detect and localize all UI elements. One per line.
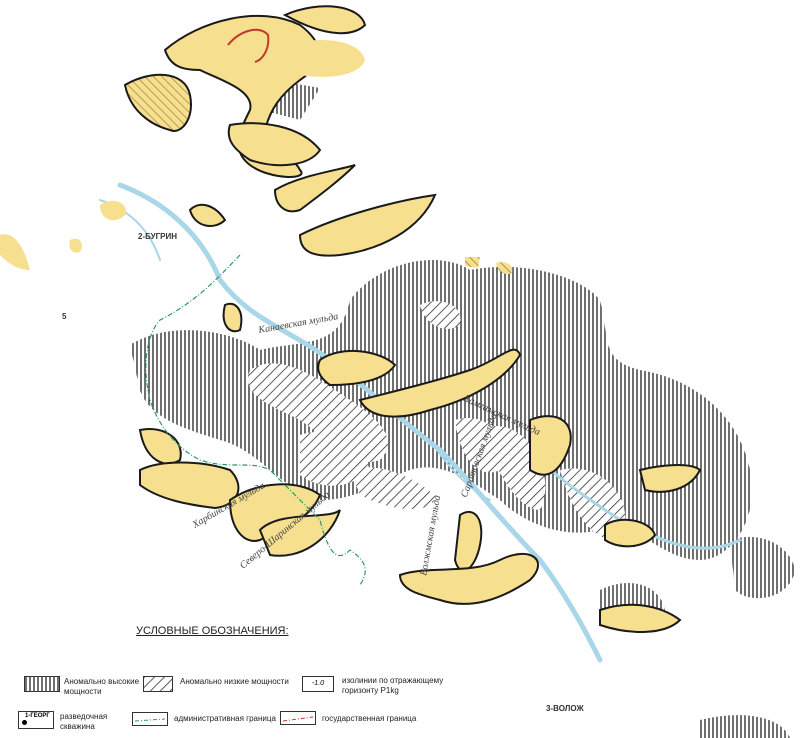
legend-well-label: разведочная скважина xyxy=(60,712,108,731)
legend-title: УСЛОВНЫЕ ОБОЗНАЧЕНИЯ: xyxy=(136,625,289,637)
legend-low-label: Аномально низкие мощности xyxy=(180,677,289,686)
legend-isoline-swatch: -1.0 xyxy=(302,676,334,692)
legend-isoline-label: изолинии по отражающему горизонту P1kg xyxy=(342,676,444,695)
legend-state-label: государственная граница xyxy=(322,714,417,723)
low-thickness-zones xyxy=(248,257,626,541)
legend-well-sample: 1-ГЕОРГ xyxy=(25,713,50,719)
legend-low-swatch xyxy=(143,676,173,692)
high-thickness-zones xyxy=(130,78,795,738)
legend-admin-swatch xyxy=(132,712,168,726)
place-label-five: 5 xyxy=(62,312,67,321)
place-label-bugrin: 2-БУГРИН xyxy=(138,232,178,241)
anomaly-zones xyxy=(0,5,702,633)
legend-admin-label: административная граница xyxy=(174,714,276,723)
state-border xyxy=(227,28,270,63)
legend-well-swatch: 1-ГЕОРГ xyxy=(18,711,54,729)
place-label-volozh: 3-ВОЛОЖ xyxy=(546,704,584,713)
admin-border xyxy=(145,254,366,586)
legend-high-swatch xyxy=(24,676,60,692)
legend-state-swatch xyxy=(280,711,316,725)
well-icon xyxy=(22,720,27,725)
legend-high-label: Аномально высокие мощности xyxy=(64,677,140,696)
